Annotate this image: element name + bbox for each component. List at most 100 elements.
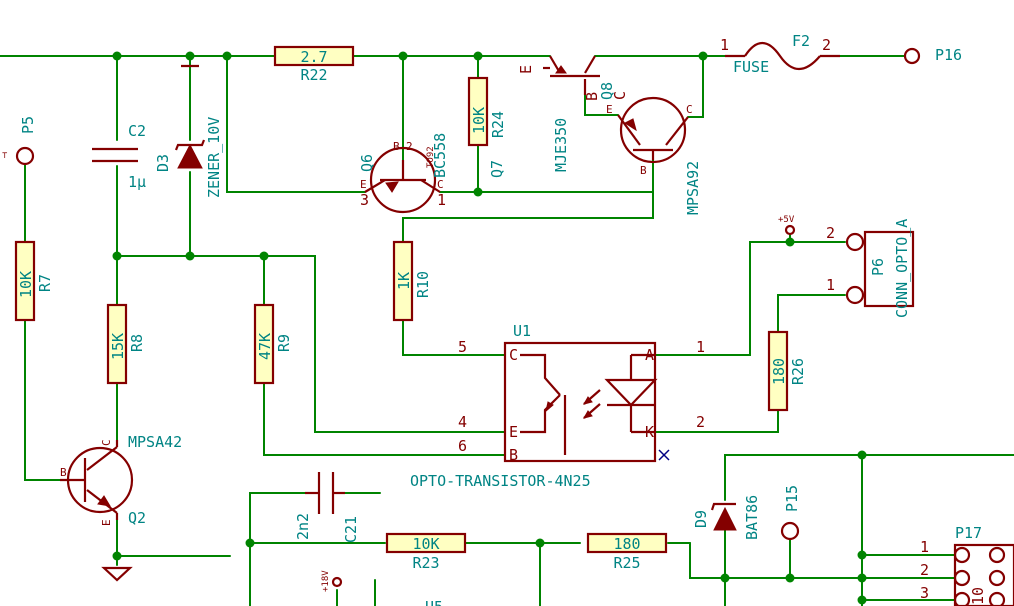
u1-pin-e: E: [509, 423, 518, 441]
q6-value: BC558: [431, 133, 449, 178]
power-plus18v: +18V: [321, 570, 343, 592]
u1-pin-6: 6: [458, 437, 467, 455]
u1-ref: U1: [513, 322, 531, 340]
p17-pin-3: 3: [920, 584, 929, 602]
p5-mark: ⊤: [2, 151, 8, 161]
transistor-q8c[interactable]: C E C B MPSA92: [606, 91, 702, 215]
r22-ref: R22: [300, 66, 327, 84]
q2-pin-b: B: [60, 466, 67, 479]
r9-value: 47K: [256, 333, 274, 360]
q2-ref: Q2: [128, 509, 146, 527]
p17-ref: P17: [955, 524, 982, 542]
resistor-r22[interactable]: 2.7 R22: [273, 45, 355, 84]
c21-value: 2n2: [294, 513, 312, 540]
p5-ref: P5: [19, 116, 37, 134]
fuse-f2[interactable]: 1 2 F2 FUSE: [720, 32, 840, 76]
q2-value: MPSA42: [128, 433, 182, 451]
diode-d9[interactable]: D9 BAT86: [692, 495, 761, 540]
p6-pin-2: 2: [826, 224, 835, 242]
test-point-p15[interactable]: P15: [780, 485, 801, 541]
resistor-r25[interactable]: 180 R25: [586, 532, 668, 572]
p17-pin-2: 2: [920, 561, 929, 579]
resistor-r9[interactable]: 47K R9: [253, 303, 293, 385]
d3-value: ZENER_10V: [205, 117, 223, 198]
optocoupler-u1[interactable]: U1 OPTO-TRANSISTOR-4N25 C E B A K 5 4 6 …: [410, 322, 705, 490]
transistor-q8[interactable]: E B MJE350 Q8: [517, 55, 616, 172]
test-point-p5[interactable]: P5 ⊤: [2, 116, 37, 166]
q8-pin-e: E: [517, 65, 535, 74]
connector-p17[interactable]: P17 1 2 3 10: [920, 524, 1014, 606]
d3-ref: D3: [154, 154, 172, 172]
q6-package: TO92: [426, 146, 436, 168]
r23-ref: R23: [412, 554, 439, 572]
r8-ref: R8: [128, 334, 146, 352]
p15-ref: P15: [783, 485, 801, 512]
u1-value: OPTO-TRANSISTOR-4N25: [410, 472, 591, 490]
resistor-r10[interactable]: 1K R10: [392, 240, 432, 322]
p16-ref: P16: [935, 46, 962, 64]
r10-ref: R10: [414, 271, 432, 298]
capacitor-c21[interactable]: 2n2 C21: [294, 472, 360, 543]
d9-ref: D9: [692, 510, 710, 528]
resistor-r26[interactable]: 180 R26: [767, 330, 807, 412]
transistor-q6[interactable]: B 2 E C 3 1 TO92 BC558 Q6: [358, 133, 449, 214]
r25-value: 180: [613, 535, 640, 553]
p6-pin-1: 1: [826, 276, 835, 294]
u1-pin-5: 5: [458, 338, 467, 356]
power-plus5v: +5V: [778, 215, 796, 236]
q2-pin-c: C: [100, 439, 113, 446]
q6-pin-b: B: [393, 140, 400, 153]
f2-ref: F2: [792, 32, 810, 50]
junction-dots: [112, 51, 867, 605]
u1-pin-k: K: [645, 423, 654, 441]
connector-p6[interactable]: 2 1 P6 CONN_OPTO_A: [826, 219, 915, 318]
capacitor-c2[interactable]: C2 1µ: [92, 122, 146, 191]
transistor-q2[interactable]: B C E MPSA42 Q2: [60, 433, 182, 527]
c21-ref: C21: [342, 516, 360, 543]
ic-u5[interactable]: U5: [425, 598, 443, 606]
q8c-pin-e: E: [606, 103, 613, 116]
q8c-value: MPSA92: [684, 161, 702, 215]
u1-pin-4: 4: [458, 413, 467, 431]
resistor-r23[interactable]: 10K R23: [385, 532, 467, 572]
q8-value: MJE350: [552, 118, 570, 172]
q6-pin-c: C: [437, 178, 444, 191]
ground-symbol: [101, 566, 133, 582]
q6-pin-2: 2: [406, 140, 413, 153]
r26-value: 180: [770, 358, 788, 385]
r8-value: 15K: [109, 333, 127, 360]
f2-pin-2: 2: [822, 36, 831, 54]
zener-diode-d3[interactable]: D3 ZENER_10V: [154, 64, 223, 198]
resistor-r8[interactable]: 15K R8: [106, 303, 146, 385]
resistor-r7[interactable]: 10K R7: [14, 240, 54, 322]
c2-value: 1µ: [128, 173, 146, 191]
p6-ref: P6: [869, 258, 887, 276]
p17-pin-10: 10: [969, 587, 987, 605]
q6-pin-3: 3: [360, 191, 369, 209]
plus18v-label: +18V: [321, 570, 331, 592]
r10-value: 1K: [395, 272, 413, 290]
d9-value: BAT86: [743, 495, 761, 540]
r9-ref: R9: [275, 334, 293, 352]
f2-value: FUSE: [733, 58, 769, 76]
r7-ref: R7: [36, 274, 54, 292]
r7-value: 10K: [17, 271, 35, 298]
q6-pin-e: E: [360, 178, 367, 191]
p6-value: CONN_OPTO_A: [893, 219, 911, 318]
resistor-r24[interactable]: 10K R24 Q7: [467, 76, 507, 178]
r25-ref: R25: [613, 554, 640, 572]
p17-pin-1: 1: [920, 538, 929, 556]
u1-pin-b: B: [509, 446, 518, 464]
c2-ref: C2: [128, 122, 146, 140]
r23-value: 10K: [412, 535, 439, 553]
r26-ref: R26: [789, 358, 807, 385]
f2-pin-1: 1: [720, 36, 729, 54]
r24-value: 10K: [470, 107, 488, 134]
wires: [0, 55, 1014, 606]
q2-pin-e: E: [100, 519, 113, 526]
q8c-pin-c-label: C: [611, 91, 629, 100]
u1-pin-1: 1: [696, 338, 705, 356]
test-point-p16[interactable]: P16: [903, 46, 962, 65]
u1-pin-c: C: [509, 346, 518, 364]
